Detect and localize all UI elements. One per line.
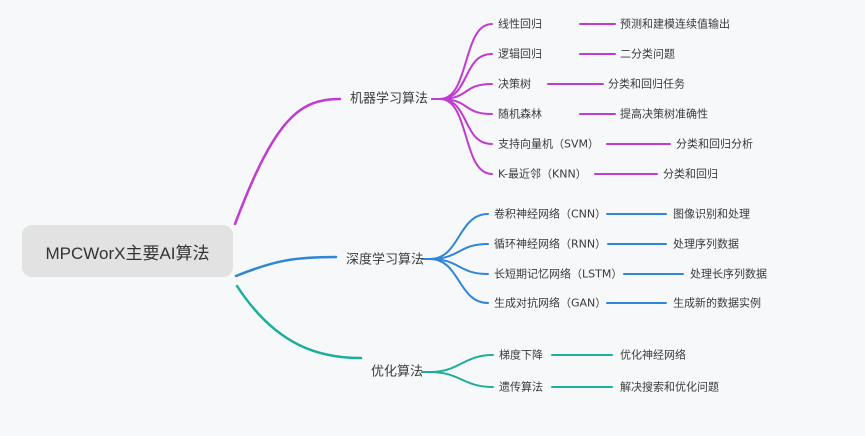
branch-label: 机器学习算法 xyxy=(350,91,429,107)
child-node[interactable]: 逻辑回归 xyxy=(498,49,542,60)
detail-node[interactable]: 二分类问题 xyxy=(620,49,675,60)
branch-label: 深度学习算法 xyxy=(346,252,425,268)
root-branch-edge xyxy=(235,284,363,360)
detail-label: 图像识别和处理 xyxy=(673,207,750,221)
branch-node-deep-learning[interactable]: 深度学习算法 xyxy=(346,254,424,267)
child-label: 梯度下降 xyxy=(499,348,543,362)
root-label: MPCWorX主要AI算法 xyxy=(45,243,210,263)
detail-label: 处理长序列数据 xyxy=(690,267,767,281)
branch-child-edge xyxy=(421,258,489,304)
branch-child-edge xyxy=(431,83,493,100)
child-node[interactable]: 梯度下降 xyxy=(499,350,543,361)
detail-node[interactable]: 分类和回归 xyxy=(663,169,718,180)
detail-node[interactable]: 图像识别和处理 xyxy=(673,209,750,220)
detail-label: 提高决策树准确性 xyxy=(620,107,708,121)
detail-node[interactable]: 处理序列数据 xyxy=(673,239,739,250)
detail-node[interactable]: 提高决策树准确性 xyxy=(620,109,708,120)
child-label: 生成对抗网络（GAN） xyxy=(494,296,607,310)
detail-label: 优化神经网络 xyxy=(620,348,686,362)
detail-node[interactable]: 解决搜索和优化问题 xyxy=(620,382,719,393)
detail-node[interactable]: 生成新的数据实例 xyxy=(673,298,761,309)
detail-node[interactable]: 预测和建模连续值输出 xyxy=(620,19,730,30)
detail-label: 解决搜索和优化问题 xyxy=(620,380,719,394)
branch-child-edge xyxy=(421,213,489,260)
child-node[interactable]: 长短期记忆网络（LSTM） xyxy=(494,269,622,280)
detail-node[interactable]: 处理长序列数据 xyxy=(690,269,767,280)
child-node[interactable]: 遗传算法 xyxy=(499,382,543,393)
root-branch-edge xyxy=(233,97,342,226)
child-label: 长短期记忆网络（LSTM） xyxy=(494,267,623,281)
branch-child-edge xyxy=(431,98,493,175)
child-label: 遗传算法 xyxy=(499,380,543,394)
child-label: 卷积神经网络（CNN） xyxy=(494,207,607,221)
detail-label: 二分类问题 xyxy=(620,47,675,61)
child-node[interactable]: 循环神经网络（RNN） xyxy=(494,239,606,250)
child-node[interactable]: 支持向量机（SVM） xyxy=(498,139,599,150)
branch-node-machine-learning[interactable]: 机器学习算法 xyxy=(350,93,428,106)
root-node[interactable]: MPCWorX主要AI算法 xyxy=(22,225,233,277)
child-label: 逻辑回归 xyxy=(498,47,542,61)
child-node[interactable]: 线性回归 xyxy=(498,19,542,30)
child-label: 循环神经网络（RNN） xyxy=(494,237,607,251)
branch-child-edge xyxy=(421,258,489,275)
child-node[interactable]: 生成对抗网络（GAN） xyxy=(494,298,606,309)
branch-child-edge xyxy=(421,243,489,260)
child-node[interactable]: 随机森林 xyxy=(498,109,542,120)
detail-node[interactable]: 分类和回归任务 xyxy=(608,79,685,90)
detail-label: 预测和建模连续值输出 xyxy=(620,17,730,31)
child-label: 支持向量机（SVM） xyxy=(498,137,599,151)
detail-label: 分类和回归任务 xyxy=(608,77,685,91)
detail-label: 处理序列数据 xyxy=(673,237,739,251)
branch-child-edge xyxy=(421,354,494,373)
child-node[interactable]: 决策树 xyxy=(498,79,531,90)
child-node[interactable]: K-最近邻（KNN） xyxy=(498,169,587,180)
branch-child-edge xyxy=(431,98,493,115)
detail-label: 分类和回归 xyxy=(663,167,718,181)
child-node[interactable]: 卷积神经网络（CNN） xyxy=(494,209,606,220)
branch-node-optimization[interactable]: 优化算法 xyxy=(371,366,423,379)
child-label: 决策树 xyxy=(498,77,531,91)
detail-node[interactable]: 优化神经网络 xyxy=(620,350,686,361)
child-label: K-最近邻（KNN） xyxy=(498,167,587,181)
branch-label: 优化算法 xyxy=(371,364,424,380)
detail-node[interactable]: 分类和回归分析 xyxy=(676,139,753,150)
root-branch-edge xyxy=(234,255,338,278)
detail-label: 生成新的数据实例 xyxy=(673,296,761,310)
branch-child-edge xyxy=(421,371,494,388)
detail-label: 分类和回归分析 xyxy=(676,137,753,151)
child-label: 线性回归 xyxy=(498,17,542,31)
child-label: 随机森林 xyxy=(498,107,542,121)
branch-child-edge xyxy=(431,23,493,100)
